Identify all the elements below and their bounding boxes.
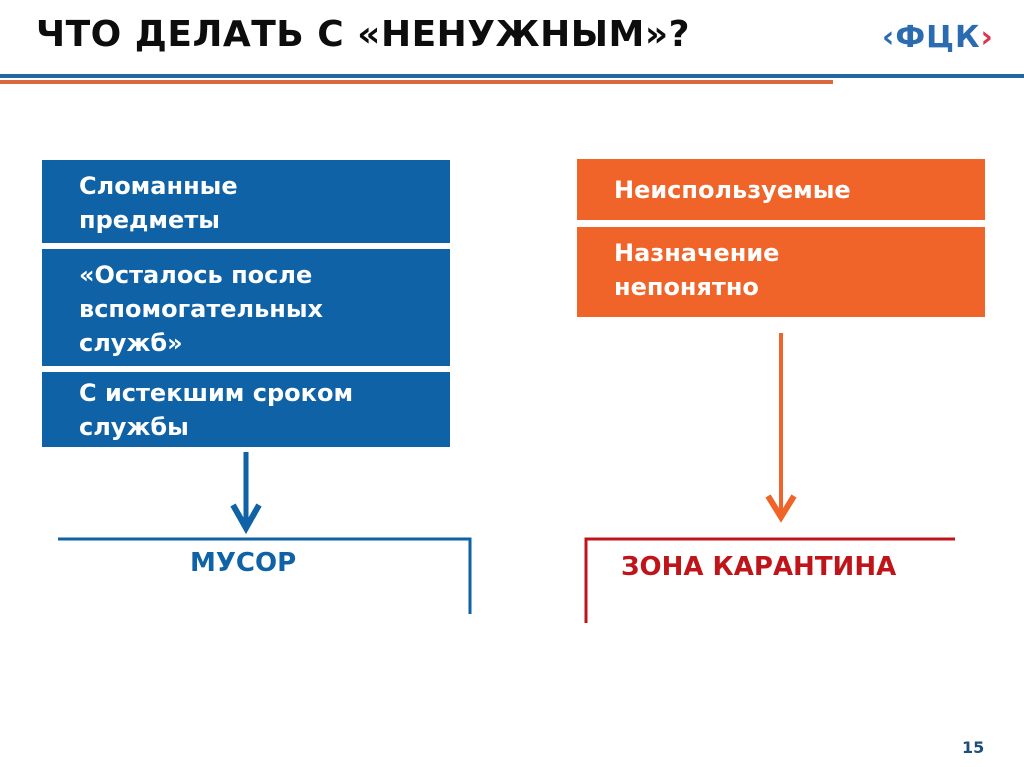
category-box-unused: Неиспользуемые [577, 159, 985, 220]
quarantine-bracket [584, 537, 955, 623]
logo-left-bracket-icon: ‹ [882, 20, 896, 55]
header-divider-blue [0, 74, 1024, 78]
category-box-leftover: «Осталось после вспомогательных служб» [42, 249, 450, 366]
category-box-expired: С истекшим сроком службы [42, 372, 450, 447]
arrow-down-blue-icon [230, 452, 262, 535]
logo-right-bracket-icon: › [980, 20, 994, 55]
trash-bracket [58, 537, 472, 614]
destination-quarantine-zone: ЗОНА КАРАНТИНА [621, 552, 897, 582]
logo-text: ФЦК [895, 20, 981, 55]
category-box-broken: Сломанные предметы [42, 160, 450, 243]
company-logo: ‹ФЦК› [882, 20, 994, 55]
slide-title: ЧТО ДЕЛАТЬ С «НЕНУЖНЫМ»? [36, 14, 691, 55]
destination-trash: МУСОР [190, 548, 297, 578]
category-box-unclear-purpose: Назначение непонятно [577, 227, 985, 317]
header-divider-orange [0, 80, 833, 84]
arrow-down-orange-icon [765, 333, 797, 523]
page-number: 15 [962, 738, 985, 757]
